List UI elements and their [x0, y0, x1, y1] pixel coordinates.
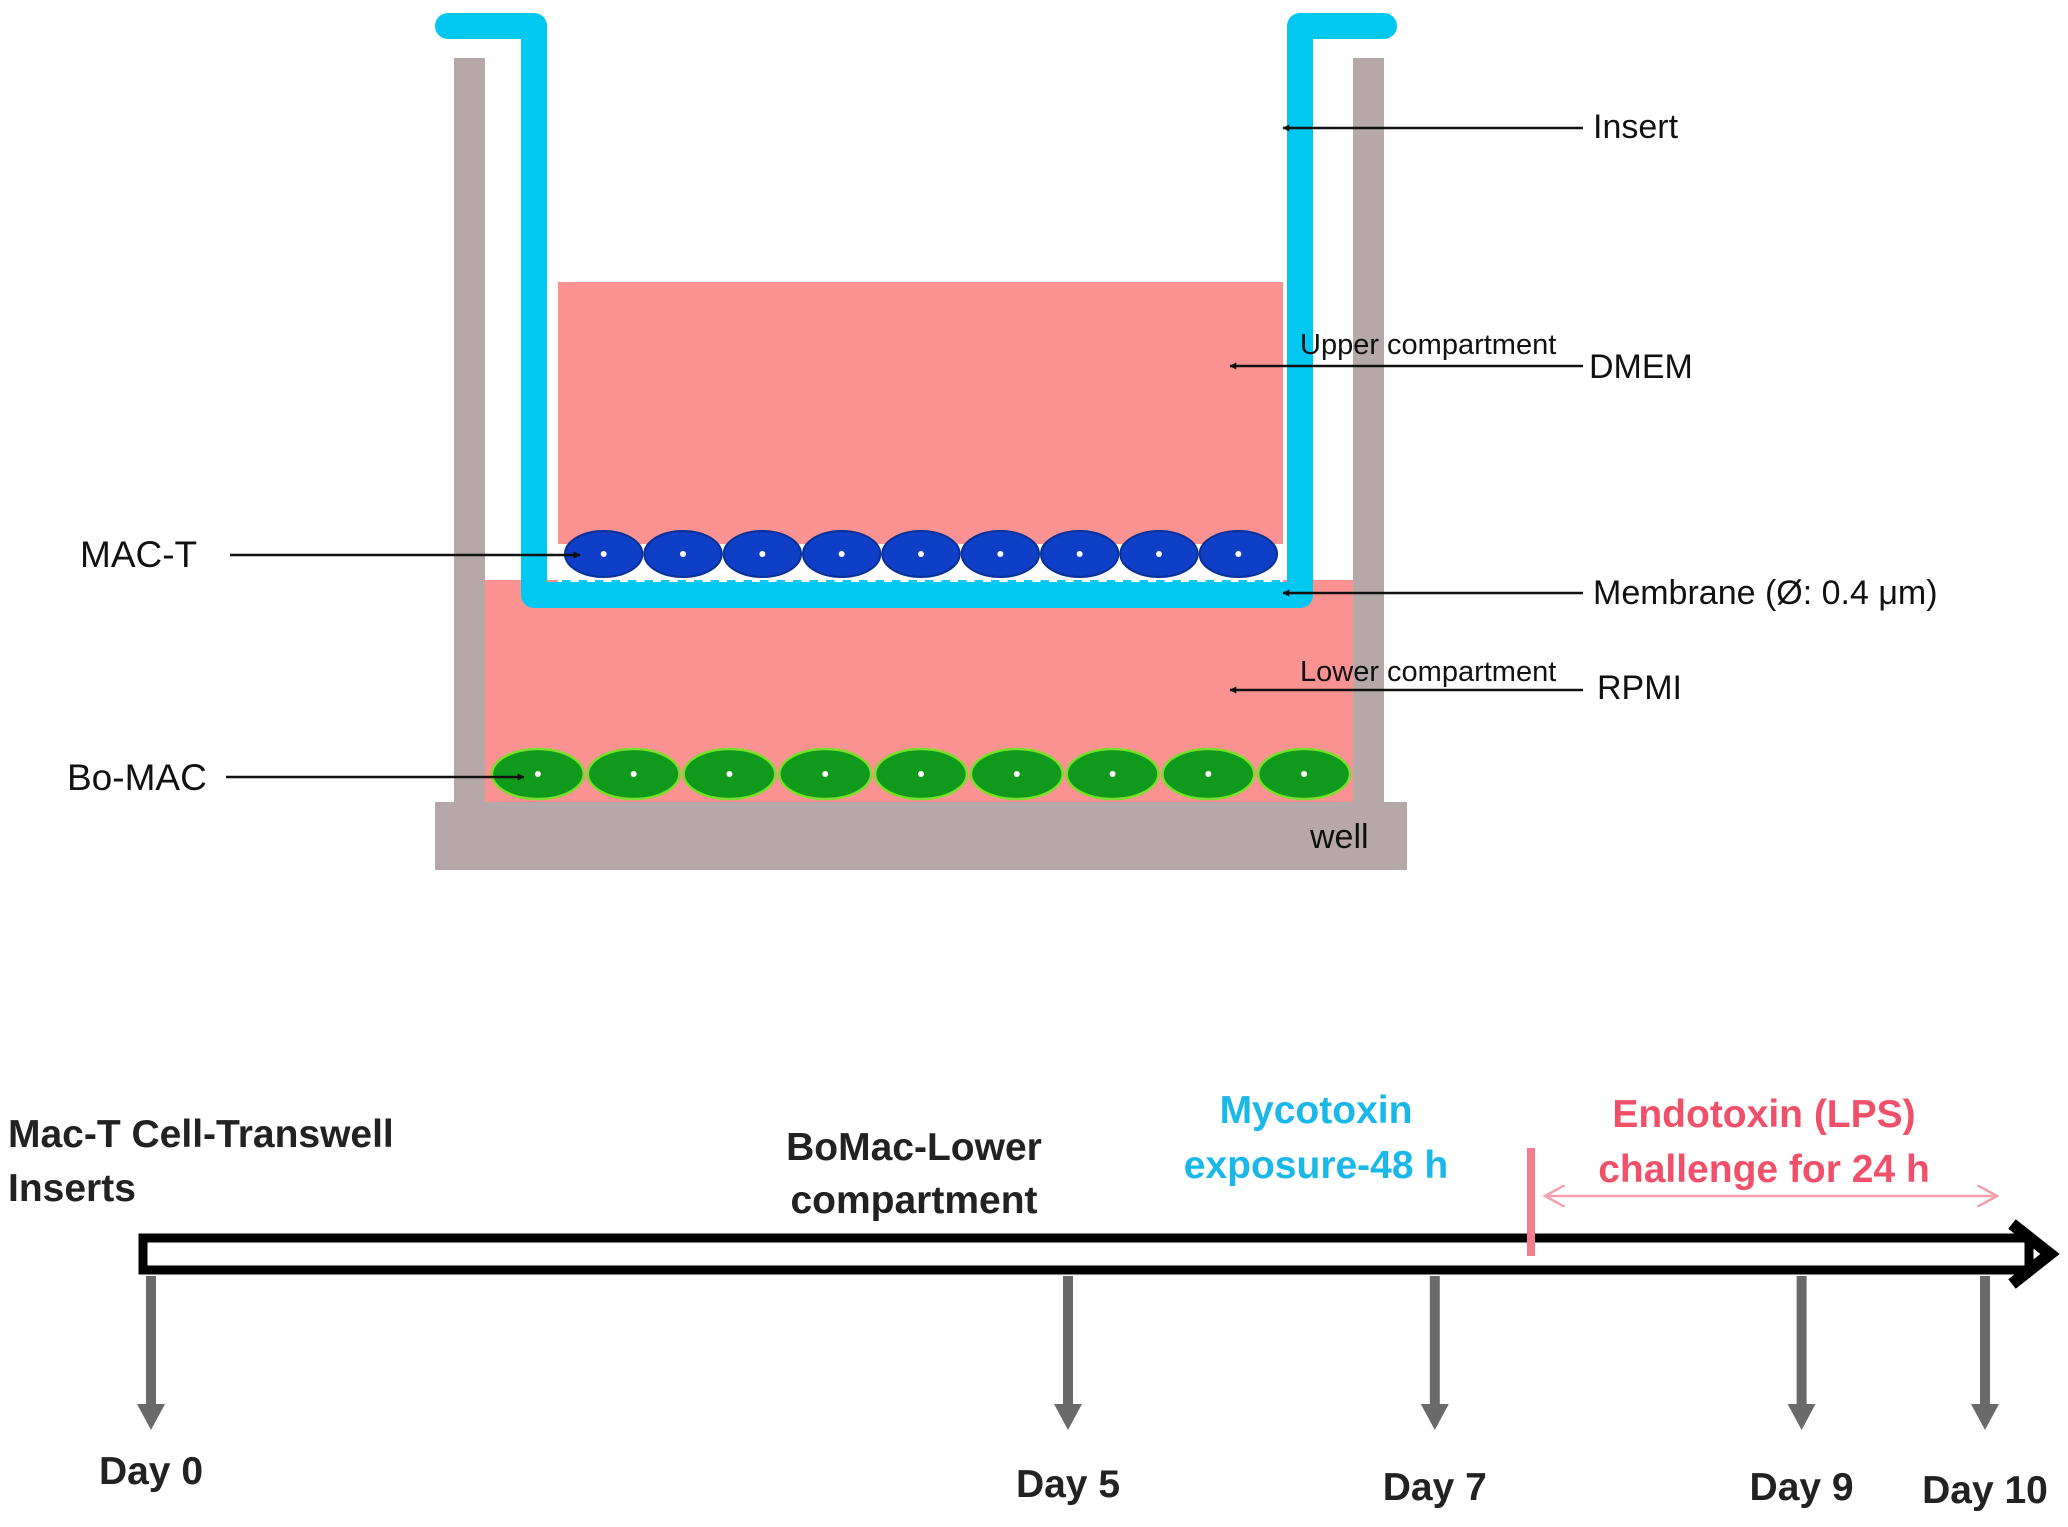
- day-tick: [1787, 1276, 1816, 1430]
- bo-mac-cell: [778, 747, 873, 801]
- rpmi-label: RPMI: [1597, 669, 1682, 707]
- event-bomac-line1: BoMac-Lower: [786, 1126, 1042, 1169]
- day-label: Day 0: [99, 1450, 203, 1493]
- bo-mac-cell: [682, 747, 777, 801]
- transwell-schematic: Insert Upper compartment DMEM MAC-T Memb…: [67, 13, 1938, 870]
- event-mycotoxin-line1: Mycotoxin: [1220, 1089, 1413, 1132]
- day-tick: [1420, 1276, 1449, 1430]
- day-tick: [1054, 1276, 1082, 1430]
- bo-mac-cell: [586, 747, 681, 801]
- mac-t-cell: [722, 530, 802, 578]
- event-mycotoxin-line2: exposure-48 h: [1184, 1144, 1448, 1187]
- event-bomac-line2: compartment: [790, 1179, 1037, 1222]
- timeline: Day 0 Day 5 Day 7 Day 9 Day 10 Mac-T Cell-Tr…: [8, 1089, 2060, 1512]
- event-endotoxin-line1: Endotoxin (LPS): [1612, 1093, 1915, 1136]
- membrane-label: Membrane (Ø: 0.4 μm): [1593, 574, 1938, 612]
- mac-t-cell-layer: [564, 530, 1279, 578]
- upper-compartment-medium: [558, 282, 1283, 544]
- event-mac-t-line1: Mac-T Cell-Transwell: [8, 1113, 394, 1156]
- bo-mac-cell: [1065, 747, 1160, 801]
- timeline-axis-arrow: [138, 1219, 2060, 1289]
- well-base: [435, 802, 1407, 870]
- day-label: Day 5: [1016, 1463, 1120, 1506]
- well-label: well: [1309, 818, 1369, 856]
- bo-mac-cell: [873, 747, 969, 801]
- day-label: Day 10: [1922, 1469, 2048, 1512]
- mac-t-cell: [1198, 530, 1279, 578]
- well-right-wall: [1353, 58, 1384, 803]
- mac-t-cell: [802, 530, 882, 578]
- upper-compartment-label: Upper compartment: [1300, 329, 1556, 361]
- bo-mac-label: Bo-MAC: [67, 757, 207, 798]
- day-tick: [137, 1276, 165, 1430]
- mac-t-cell: [643, 530, 723, 578]
- insert-label: Insert: [1593, 108, 1679, 146]
- day-9-marker: [1527, 1148, 1535, 1256]
- insert: [435, 13, 1397, 608]
- mac-t-cell: [881, 530, 961, 578]
- day-label: Day 7: [1383, 1466, 1487, 1509]
- lower-compartment-label: Lower compartment: [1300, 656, 1556, 688]
- dmem-label: DMEM: [1589, 348, 1693, 386]
- mac-t-cell: [1119, 530, 1199, 578]
- well-left-wall: [454, 58, 485, 803]
- bo-mac-cell: [1161, 747, 1256, 801]
- bo-mac-cell: [969, 747, 1064, 801]
- event-mac-t-line2: Inserts: [8, 1167, 136, 1210]
- bo-mac-cell: [1256, 747, 1352, 801]
- event-endotoxin-line2: challenge for 24 h: [1598, 1148, 1930, 1191]
- mac-t-label: MAC-T: [80, 534, 197, 575]
- bo-mac-cell: [490, 747, 586, 801]
- mac-t-cell: [960, 530, 1040, 578]
- day-label: Day 9: [1750, 1466, 1854, 1509]
- day-ticks: Day 0 Day 5 Day 7 Day 9 Day 10: [99, 1276, 2048, 1512]
- mac-t-cell: [1040, 530, 1120, 578]
- day-tick: [1971, 1276, 1999, 1430]
- bo-mac-cell-layer: [490, 747, 1352, 801]
